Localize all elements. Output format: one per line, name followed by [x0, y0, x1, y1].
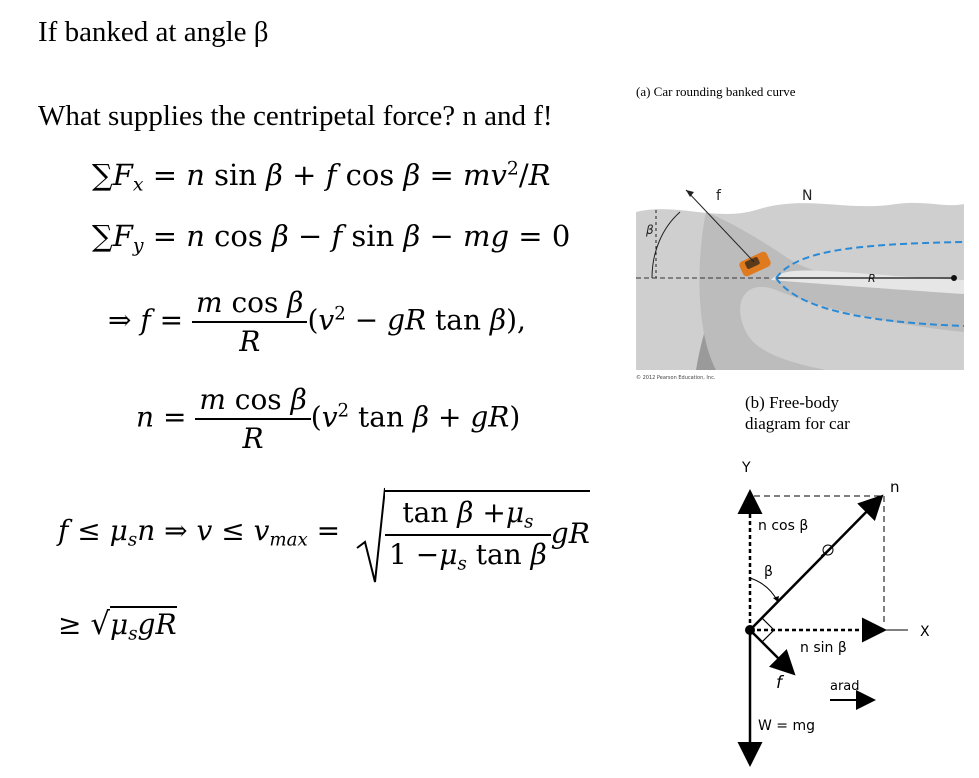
figure-b-axis-x: X — [920, 624, 930, 640]
figure-b-label-f: f — [776, 673, 785, 693]
figure-a-label-beta: β — [645, 223, 654, 237]
figure-b-caption-line2: diagram for car — [745, 414, 850, 433]
figure-a-banked-curve: R β f N — [636, 182, 964, 370]
sqrt-sign — [356, 487, 386, 583]
equation-sum-fx: ∑Fx = n sin β + f cos β = mv2/R — [92, 158, 551, 196]
equation-sum-fy: ∑Fy = n cos β − f sin β − mg = 0 — [92, 219, 571, 257]
question-text: What supplies the centripetal force? n a… — [38, 100, 553, 132]
figure-b-free-body-diagram: Y X n n cos β β n sin β f arad W = mg — [737, 460, 930, 767]
heading-text: If banked at angle β — [38, 16, 269, 48]
figure-b-axis-y: Y — [741, 460, 751, 476]
figure-a-caption: (a) Car rounding banked curve — [636, 84, 796, 99]
figure-b-label-weight: W = mg — [758, 718, 815, 734]
figure-b-caption-line1: (b) Free-body — [745, 393, 839, 412]
figure-b-label-nsin: n sin β — [800, 640, 847, 656]
figure-b-label-n: n — [890, 478, 900, 496]
figure-a-copyright: © 2012 Pearson Education, Inc. — [636, 375, 716, 381]
equation-lower-bound: ≥ √μsgR — [58, 606, 177, 645]
figure-a-label-r: R — [868, 272, 876, 285]
figure-a-label-n: N — [802, 188, 812, 204]
figure-b-caption: (b) Free-body diagram for car — [745, 392, 850, 434]
figure-a-label-f: f — [716, 188, 722, 204]
figure-b-label-beta: β — [764, 564, 773, 580]
figure-b-label-arad: arad — [830, 679, 860, 694]
figure-b-label-ncos: n cos β — [758, 518, 808, 534]
slide-heading: If banked at angle β — [38, 16, 269, 49]
car-icon — [739, 251, 771, 277]
